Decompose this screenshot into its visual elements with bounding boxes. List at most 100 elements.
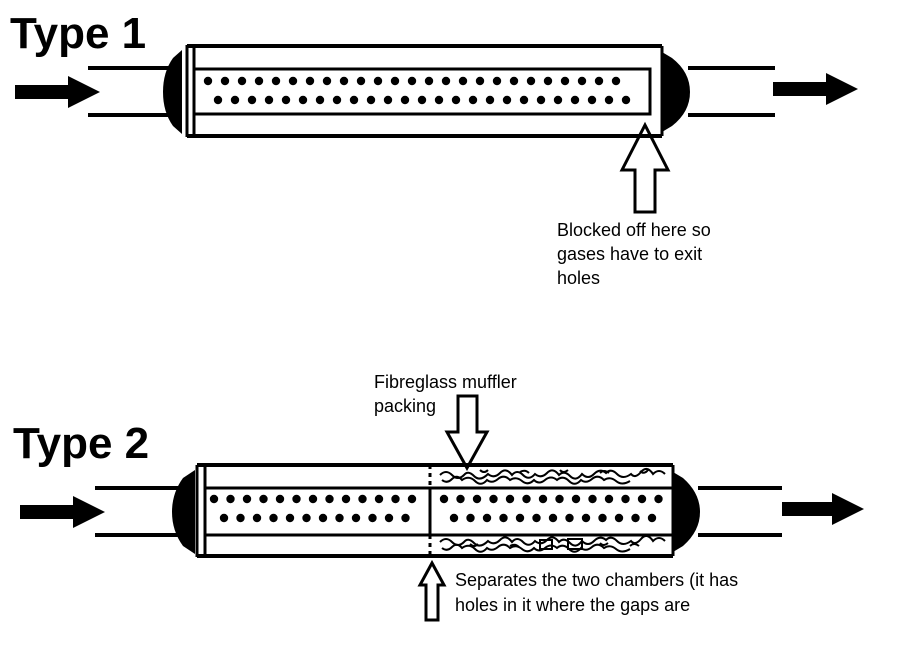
perforation-hole (236, 513, 245, 523)
type2-packing-pointer-arrow-icon (444, 394, 490, 472)
perforation-hole (637, 494, 647, 504)
perforation-hole (374, 494, 384, 504)
perforation-hole (587, 95, 597, 105)
perforation-hole (604, 95, 614, 105)
perforation-hole (621, 95, 631, 105)
perforation-hole (368, 513, 377, 523)
type2-separator-label-line: Separates the two chambers (it has (455, 570, 738, 590)
perforation-hole (604, 494, 614, 504)
perforation-hole (341, 494, 351, 504)
perforation-hole (570, 95, 580, 105)
perforation-hole (264, 95, 274, 105)
perforation-hole (598, 513, 607, 523)
type2-inlet-pipe (95, 486, 180, 537)
type1-inlet-arrow-icon (15, 76, 100, 108)
perforation-hole (492, 76, 502, 86)
perforation-hole (226, 494, 235, 504)
perforation-hole (366, 95, 376, 105)
perforation-hole (308, 494, 318, 504)
perforation-hole (322, 76, 332, 86)
perforation-hole (434, 95, 444, 105)
perforation-hole (485, 95, 495, 105)
perforation-hole (588, 494, 597, 504)
type2-separator-label-line: holes in it where the gaps are (455, 595, 690, 615)
perforation-hole (519, 95, 529, 105)
perforation-hole (555, 494, 564, 504)
perforation-hole (439, 494, 449, 504)
perforation-hole (237, 76, 247, 86)
perforation-hole (305, 76, 315, 86)
perforation-hole (449, 513, 459, 523)
type1-annotation-line: gases have to exit (557, 244, 702, 264)
perforation-hole (543, 76, 553, 86)
perforation-hole (532, 513, 541, 523)
perforation-hole (230, 95, 240, 105)
perforation-hole (259, 494, 268, 504)
type2-separator-pointer-arrow-icon (417, 559, 447, 622)
type2-fibreglass-packing (439, 468, 666, 553)
perforation-hole (417, 95, 427, 105)
type1-outlet-cap (662, 52, 690, 132)
perforation-hole (502, 95, 512, 105)
perforation-hole (315, 95, 325, 105)
perforation-hole (373, 76, 383, 86)
perforation-hole (647, 513, 657, 523)
perforation-hole (339, 76, 349, 86)
perforation-hole (384, 513, 394, 523)
perforation-hole (499, 513, 508, 523)
type2-perforation-holes (209, 494, 663, 523)
type2-packing-label-line: packing (374, 396, 436, 416)
perforation-hole (209, 494, 219, 504)
type1-title: Type 1 (10, 9, 146, 58)
perforation-hole (565, 513, 574, 523)
type2-packing-label: Fibreglass muffler packing (374, 372, 517, 416)
type2-muffler: Type 2 Fibreglass muffler packing (13, 372, 864, 622)
type1-perforated-tube (192, 67, 652, 116)
perforation-hole (548, 513, 558, 523)
perforation-hole (325, 494, 334, 504)
perforation-hole (581, 513, 591, 523)
perforation-hole (522, 494, 531, 504)
perforation-hole (489, 494, 498, 504)
perforation-hole (400, 95, 410, 105)
perforation-hole (275, 494, 285, 504)
type2-outlet-pipe (698, 486, 782, 537)
perforation-hole (332, 95, 342, 105)
perforation-hole (383, 95, 393, 105)
perforation-hole (281, 95, 291, 105)
type2-outlet-cap (673, 472, 700, 552)
perforation-hole (285, 513, 295, 523)
type2-packing-label-line: Fibreglass muffler (374, 372, 517, 392)
perforation-hole (538, 494, 548, 504)
perforation-hole (594, 76, 604, 86)
perforation-hole (242, 494, 252, 504)
perforation-hole (526, 76, 536, 86)
type1-muffler: Type 1 (10, 9, 858, 288)
type1-perforation-holes (203, 76, 631, 105)
perforation-hole (292, 494, 301, 504)
perforation-hole (271, 76, 281, 86)
perforation-hole (269, 513, 278, 523)
perforation-hole (351, 513, 361, 523)
type2-separator-label: Separates the two chambers (it has holes… (455, 570, 738, 615)
perforation-hole (553, 95, 563, 105)
type1-muffler-body (187, 44, 664, 138)
perforation-hole (298, 95, 308, 105)
perforation-hole (456, 494, 465, 504)
type1-annotation: Blocked off here so gases have to exit h… (557, 220, 711, 288)
perforation-hole (252, 513, 262, 523)
perforation-hole (468, 95, 478, 105)
perforation-hole (390, 76, 400, 86)
perforation-hole (571, 494, 581, 504)
type2-inlet-cap (172, 470, 195, 554)
perforation-hole (451, 95, 461, 105)
perforation-hole (654, 494, 663, 504)
perforation-hole (509, 76, 519, 86)
perforation-hole (441, 76, 451, 86)
perforation-hole (356, 76, 366, 86)
type1-block-pointer-arrow-icon (619, 121, 671, 214)
perforation-hole (577, 76, 587, 86)
type2-perforated-tube (205, 486, 673, 537)
perforation-hole (407, 76, 417, 86)
